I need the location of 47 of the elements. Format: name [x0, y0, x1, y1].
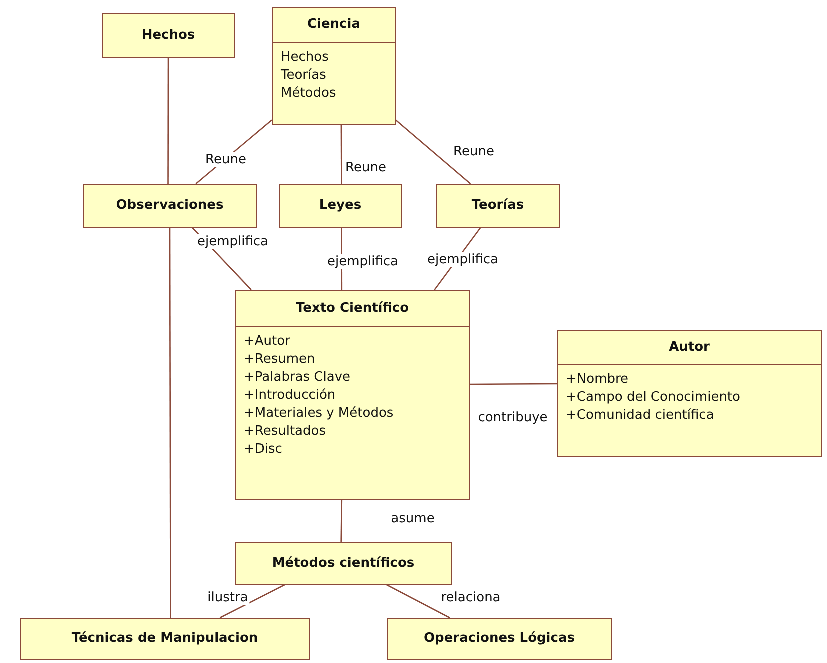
attribute-text: +Campo del Conocimiento [566, 389, 740, 407]
attribute-text: +Nombre [566, 371, 629, 389]
attribute-text: Métodos [281, 85, 336, 103]
class-box [83, 184, 257, 228]
class-name: Métodos científicos [272, 554, 415, 573]
edge-label: ejemplifica [326, 254, 400, 270]
attribute-text: Hechos [281, 49, 329, 67]
attribute-text: +Comunidad científica [566, 407, 714, 425]
class-name: Hechos [142, 26, 196, 45]
connector-line [340, 500, 343, 542]
connector-line [169, 228, 172, 618]
class-box [235, 542, 452, 585]
edge-label: ilustra [206, 590, 250, 606]
class-box [102, 13, 235, 58]
class-name: Leyes [319, 197, 362, 216]
edge-label: Reune [204, 152, 248, 168]
edge-label: contribuye [477, 410, 549, 426]
attribute-text: +Materiales y Métodos [244, 405, 394, 423]
attribute-text: Teorías [281, 67, 326, 85]
edge-label: ejemplifica [426, 252, 500, 268]
connector-line [220, 584, 286, 619]
class-box [557, 330, 822, 457]
class-box [279, 184, 402, 228]
connector-line [386, 584, 450, 619]
class-name: Técnicas de Manipulacion [72, 630, 258, 648]
attribute-text: +Disc [244, 441, 282, 459]
attribute-text: +Palabras Clave [244, 369, 351, 387]
edge-label: ejemplifica [196, 234, 270, 250]
class-box [387, 618, 612, 660]
class-name: Autor [669, 338, 710, 357]
attribute-text: +Autor [244, 333, 290, 351]
class-name: Texto Científico [296, 300, 410, 318]
attribute-text: +Introducción [244, 387, 336, 405]
class-box [20, 618, 310, 660]
class-name: Operaciones Lógicas [424, 630, 575, 648]
class-box [272, 7, 396, 125]
attribute-text: +Resumen [244, 351, 316, 369]
class-name: Observaciones [116, 197, 224, 216]
connector-line [168, 58, 170, 184]
class-box [436, 184, 560, 228]
connector-line [470, 383, 557, 386]
class-name: Teorías [472, 197, 524, 216]
connector-line [340, 125, 342, 184]
connector-line [396, 120, 472, 184]
class-box [235, 290, 470, 500]
class-name: Ciencia [307, 16, 360, 34]
attribute-text: +Resultados [244, 423, 326, 441]
